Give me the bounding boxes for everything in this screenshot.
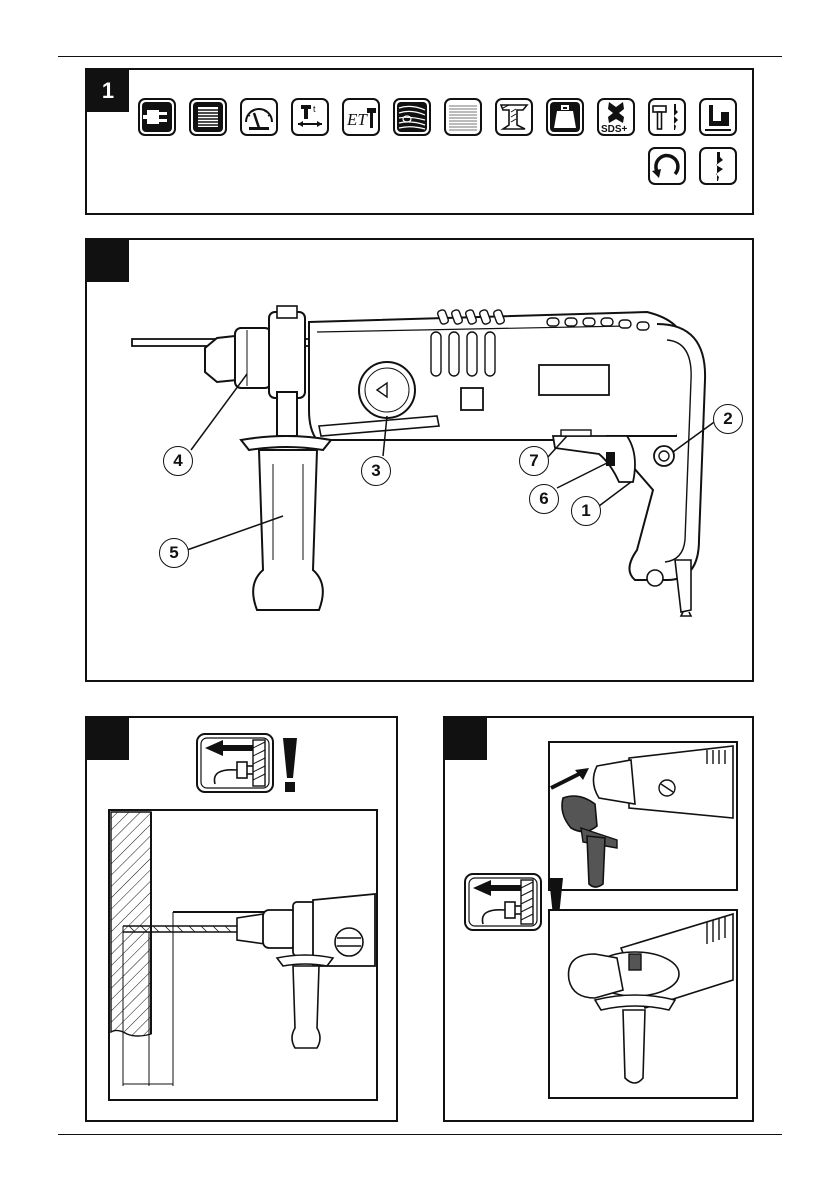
weight-icon [546,98,584,136]
figure-4-panel [443,716,754,1122]
top-rule [58,56,782,57]
callout-5: 5 [159,538,189,568]
hammer-drill-icon [648,98,686,136]
torque-length-icon: t [291,98,329,136]
depth-setting-illustration [87,718,398,1122]
callout-7: 7 [519,446,549,476]
motor-icon [189,98,227,136]
callout-1: 1 [571,496,601,526]
drill-bit-icon [699,147,737,185]
et-label: ET [346,110,368,129]
callout-3: 3 [361,456,391,486]
depth-stop-icon [699,98,737,136]
callout-6: 6 [529,484,559,514]
steel-beam-icon [495,98,533,136]
side-handle-fitting-illustration [445,718,754,1122]
callout-2: 2 [713,404,743,434]
wood-icon [393,98,431,136]
figure-3-panel [85,716,398,1122]
et-hammer-icon: ET [342,98,380,136]
masonry-icon [444,98,482,136]
figure-1-number: 1 [87,70,129,112]
callout-4: 4 [163,446,193,476]
rotation-direction-icon [648,147,686,185]
speed-gauge-icon [240,98,278,136]
figure-2-panel: 4 3 5 7 6 1 2 [85,238,754,682]
sds-plus-icon: SDS+ [597,98,635,136]
plug-icon [138,98,176,136]
bottom-rule [58,1134,782,1135]
figure-1-panel: 1 t ET SDS+ [85,68,754,215]
sds-plus-label: SDS+ [601,124,628,135]
